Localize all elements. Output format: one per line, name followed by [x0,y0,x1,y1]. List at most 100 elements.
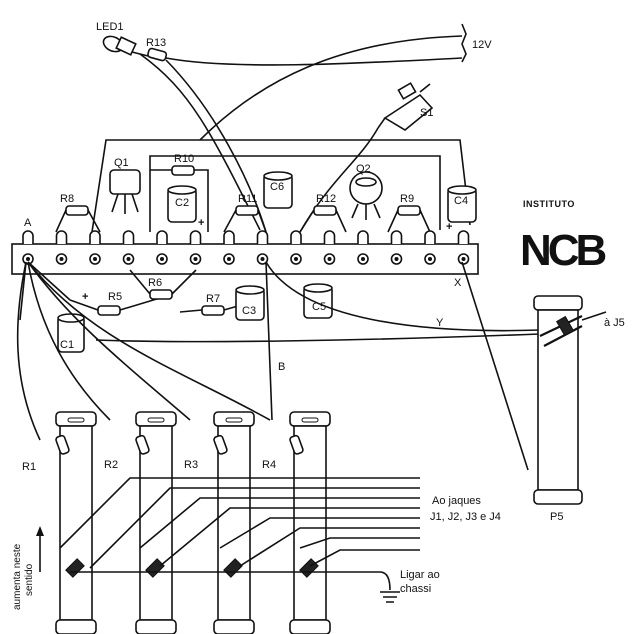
label-sentido-1: aumenta neste [12,543,23,610]
label-q2: Q2 [356,163,371,175]
wire-r5 [69,297,161,311]
logo-big-text: NCB [520,226,606,275]
wire-jack-4b [309,549,420,567]
potentiometer-r4 [289,411,331,634]
label-x: X [454,277,462,289]
led1 [102,35,137,56]
label-chassi-1: Ligar ao [400,569,440,581]
capacitor-c6 [263,171,293,209]
transistor-q2 [349,171,383,220]
label-r8: R8 [60,193,74,205]
potentiometer-r3 [213,411,255,634]
label-c4: C4 [454,195,468,207]
wire-j5 [581,311,607,321]
wire-r10 [150,169,209,232]
wire-jack-2 [139,497,420,549]
capacitor-c3 [235,285,265,321]
terminal-lug [55,230,68,265]
capacitor-c4 [447,185,477,223]
wire-r6 [129,269,197,295]
terminal-lug [323,230,336,265]
terminal-lug [424,230,436,265]
label-sentido-2: sentido [24,563,35,596]
wire-y-c1 [95,333,541,343]
wire-jack-2b [159,507,420,567]
resistor-r6 [149,289,173,300]
label-led1: LED1 [96,21,124,33]
wire-a-left [19,261,27,321]
terminal-lug [156,230,168,265]
label-c6: C6 [270,181,284,193]
capacitor-c5 [303,283,333,319]
brace-12v [461,23,467,63]
wire-jack-1b [89,487,420,569]
terminal-lug [290,230,302,265]
resistor-r7 [201,305,225,316]
potentiometer-p5 [533,295,583,505]
label-12v: 12V [472,39,492,51]
potentiometer-r1 [55,411,97,634]
potentiometer-r2 [135,411,177,634]
terminal-lug [457,230,470,265]
label-r5: R5 [108,291,122,303]
label-r4: R4 [262,459,276,471]
label-c1: C1 [60,339,74,351]
resistor-r13 [147,47,168,62]
label-jaques-2: J1, J2, J3 e J4 [430,511,501,523]
label-r13: R13 [146,37,166,49]
capacitor-c2 [167,185,197,223]
label-r2: R2 [104,459,118,471]
wire-a-r1 [16,261,41,441]
logo-small-text: INSTITUTO [523,199,575,209]
resistor-r5 [97,305,121,316]
resistor-r8 [65,205,89,216]
wire-jack-1 [59,477,420,549]
label-s1: S1 [420,107,433,119]
wire-jack-3 [219,517,420,549]
ground-symbol [380,591,400,603]
label-c5: C5 [312,301,326,313]
terminal-lug [357,230,369,265]
resistor-r10 [171,165,195,176]
transistor-q1 [109,169,141,214]
label-chassi-2: chassi [400,583,431,595]
wire-a-r2 [27,261,111,421]
label-r11: R11 [238,193,257,205]
label-r12: R12 [316,193,336,205]
wire-y [265,261,541,332]
label-r1: R1 [22,461,36,473]
label-r3: R3 [184,459,198,471]
label-q1: Q1 [114,157,129,169]
resistor-r12 [313,205,337,216]
wire-top-loop-2 [149,155,441,232]
wire-12v-second [199,35,463,141]
terminal-lug [256,230,269,265]
label-c1-plus: + [82,291,88,303]
label-c2-plus: + [198,217,204,229]
label-r10: R10 [174,153,194,165]
wire-r11 [223,209,267,233]
wire-r12 [299,209,347,233]
switch-s1 [377,82,434,131]
resistor-r11 [235,205,259,216]
label-y: Y [436,317,444,329]
wire-a-c1 [27,261,71,301]
terminal-lug [223,230,235,265]
wire-jack-4 [299,537,420,549]
label-jaques-1: Ao jaques [432,495,481,507]
wire-led-to-strip [139,53,261,231]
label-c2: C2 [175,197,189,209]
label-r7: R7 [206,293,220,305]
label-b: B [278,361,285,373]
label-c4-plus: + [446,221,452,233]
resistor-r9 [397,205,421,216]
wire-jack-3b [239,527,420,567]
terminal-lug [89,230,101,265]
wire-chassis [70,571,391,591]
wire-r9 [387,209,431,233]
terminal-lug [189,230,202,265]
label-r6: R6 [148,277,162,289]
logo-instituto-ncb: INSTITUTO NCB [520,199,610,275]
direction-arrow [36,526,44,572]
